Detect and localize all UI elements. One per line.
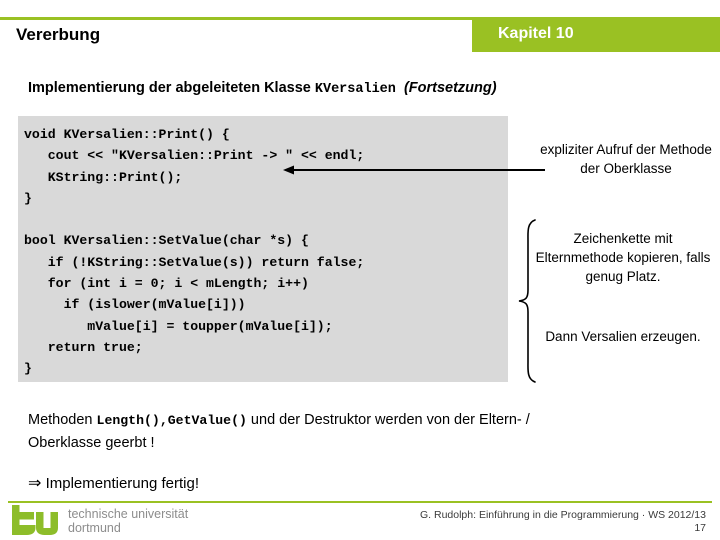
section-subtitle: Implementierung der abgeleiteten Klasse … <box>28 80 497 97</box>
callout-arrow-icon <box>283 163 545 175</box>
code-block: void KVersalien::Print() { cout << "KVer… <box>18 116 508 382</box>
subtitle-suffix: (Fortsetzung) <box>403 80 497 96</box>
page-title: Vererbung <box>16 25 101 44</box>
header-title-panel <box>0 20 472 52</box>
completion-note: ⇒ Implementierung fertig! <box>28 473 199 493</box>
footer-accent-rule <box>8 501 712 503</box>
subtitle-space <box>396 80 404 96</box>
code-listing: void KVersalien::Print() { cout << "KVer… <box>24 127 365 377</box>
annotation-explicit-call: expliziter Aufruf der Methode der Oberkl… <box>540 142 712 176</box>
inherit-note-lead: Methoden <box>28 412 97 428</box>
callout-brace-icon <box>508 218 550 384</box>
slide-header: Vererbung Kapitel 10 <box>0 17 720 52</box>
tu-logo-mark-icon <box>10 505 62 535</box>
footer-credit: G. Rudolph: Einführung in die Programmie… <box>420 509 706 521</box>
chapter-label: Kapitel 10 <box>498 25 574 42</box>
tu-logo-text: technische universität dortmund <box>68 507 188 535</box>
inherit-note-separator: , <box>159 413 168 428</box>
annotation-copy-string: Zeichenkette mit Elternmethode kopieren,… <box>535 231 711 284</box>
inheritance-note: Methoden Length(),GetValue() und der Des… <box>28 409 548 455</box>
page-number: 17 <box>694 522 706 534</box>
inherit-method-getvalue: GetValue() <box>167 413 247 428</box>
tu-logo-line-2: dortmund <box>68 521 121 535</box>
inherit-method-length: Length() <box>96 413 160 428</box>
subtitle-class-name: KVersalien <box>314 82 396 97</box>
header-chapter-panel <box>472 20 720 52</box>
inherit-note-tail: und der Destruktor werden von der Eltern… <box>28 412 530 451</box>
annotation-generate: Dann Versalien erzeugen. <box>545 329 701 344</box>
completion-note-text: Implementierung fertig! <box>45 475 199 492</box>
implies-arrow-icon: ⇒ <box>28 475 42 492</box>
subtitle-lead: Implementierung der abgeleiteten Klasse <box>28 80 315 96</box>
header-accent-rule <box>0 17 720 20</box>
tu-logo-line-1: technische universität <box>68 507 189 521</box>
tu-dortmund-logo: technische universität dortmund <box>10 505 220 537</box>
